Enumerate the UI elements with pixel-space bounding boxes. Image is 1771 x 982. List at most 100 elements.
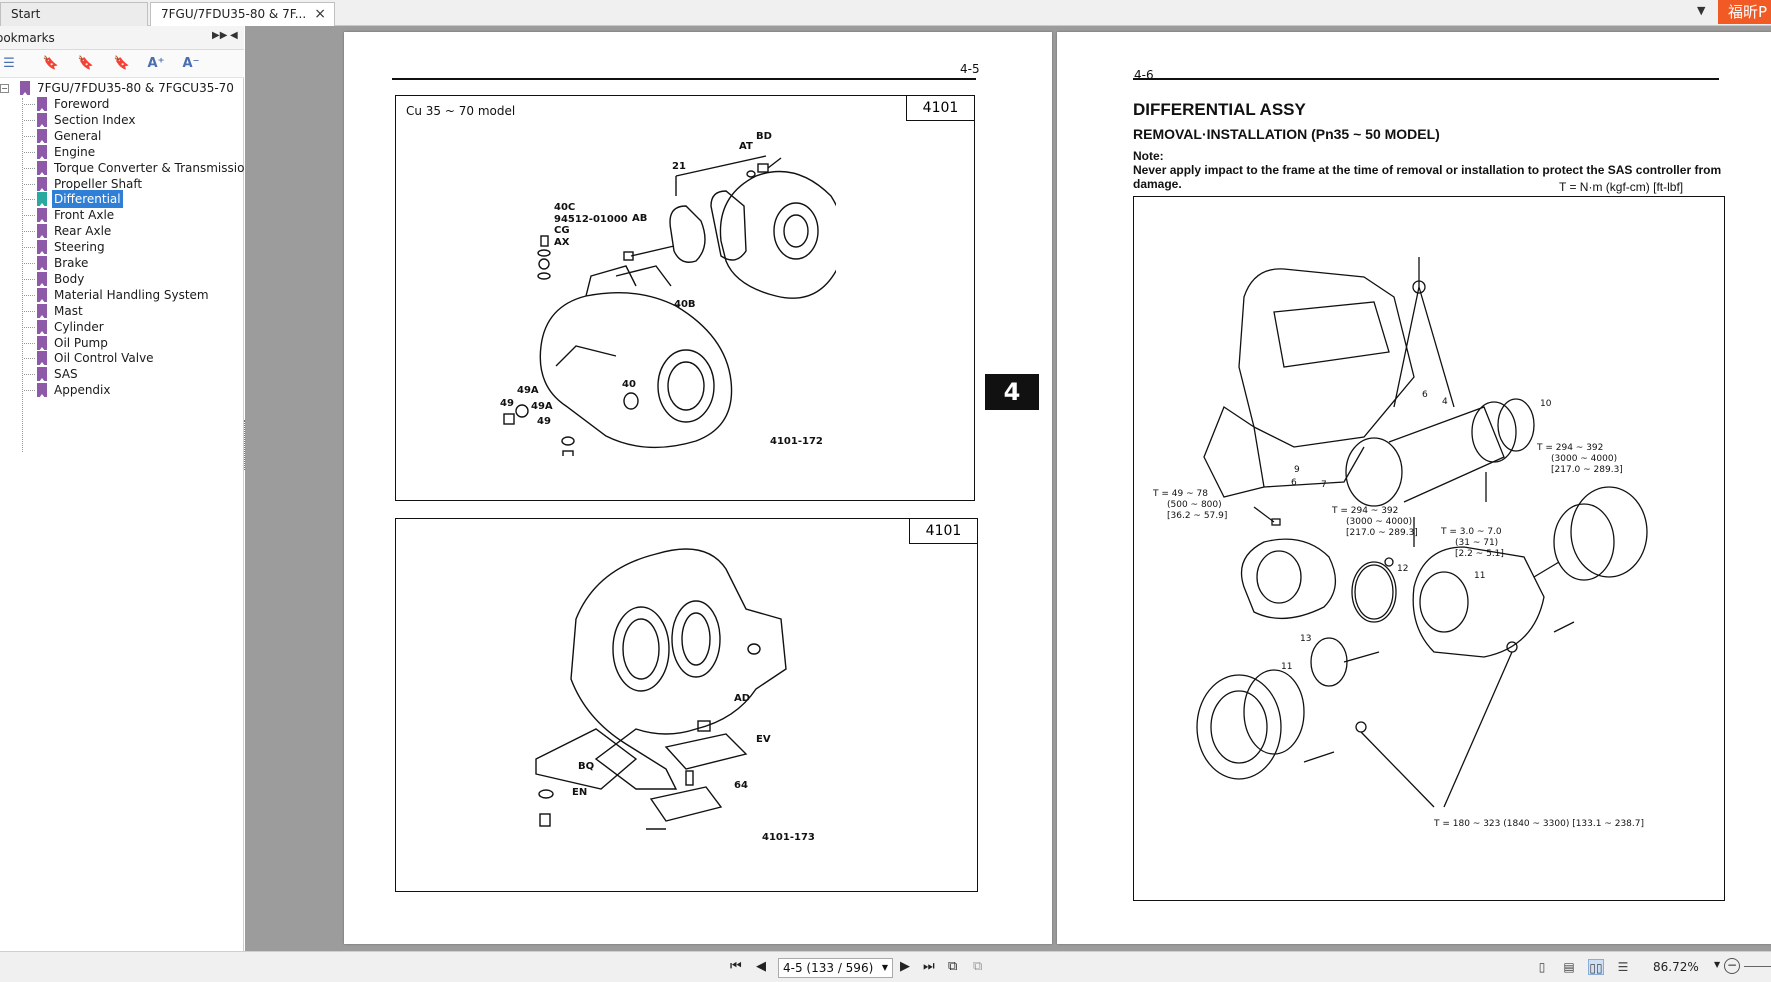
- tree-connector: [24, 247, 35, 249]
- tab-start[interactable]: Start: [0, 2, 148, 26]
- callout-en: EN: [572, 787, 588, 798]
- tree-connector: [24, 231, 35, 233]
- bookmark-icon: [37, 287, 47, 303]
- bookmark-label: Section Index: [54, 112, 136, 127]
- torque-spec-1: T = 294 ~ 392(3000 ~ 4000)[217.0 ~ 289.3…: [1537, 443, 1623, 475]
- callout-at: AT: [739, 141, 753, 152]
- tab-list-dropdown-icon[interactable]: ▼: [1697, 4, 1706, 17]
- diagram-carrier-support: [535, 548, 787, 830]
- callout-12: 12: [1397, 564, 1409, 574]
- continuous-view-icon[interactable]: ▤: [1563, 960, 1575, 974]
- bookmark-label: Brake: [54, 256, 89, 270]
- find-bookmark-icon[interactable]: 🔖: [113, 56, 131, 71]
- callout-cg: CG: [554, 225, 570, 236]
- callout-bd: BD: [756, 131, 772, 142]
- bookmark-label: Oil Control Valve: [54, 351, 154, 366]
- bookmark-icon: [37, 271, 47, 287]
- tab-document[interactable]: 7FGU/7FDU35-80 & 7F... ×: [150, 2, 335, 26]
- torque-spec-2: T = 49 ~ 78(500 ~ 800)[36.2 ~ 57.9]: [1153, 489, 1228, 521]
- last-page-icon[interactable]: ⏭: [923, 959, 935, 974]
- torque-spec-4: T = 3.0 ~ 7.0(31 ~ 71)[2.2 ~ 5.1]: [1441, 527, 1504, 559]
- bookmark-icon: [37, 97, 47, 112]
- header-rule: [1133, 78, 1719, 80]
- bookmark-icon: [37, 160, 47, 176]
- callout-49a: 49A: [517, 385, 539, 396]
- tree-connector: [24, 278, 35, 280]
- callout-40b: 40B: [674, 299, 696, 310]
- panel-splitter[interactable]: [244, 420, 247, 470]
- two-page-continuous-view-icon[interactable]: ☰: [1617, 960, 1629, 974]
- bookmark-icon: [37, 335, 47, 351]
- tree-connector: [24, 358, 35, 360]
- callout-49: 49: [500, 398, 514, 409]
- first-page-icon[interactable]: ⏮: [730, 959, 742, 974]
- figure-4101-173: 4101: [395, 518, 978, 892]
- zoom-out-icon[interactable]: −: [1724, 958, 1740, 974]
- callout-4: 4: [1442, 397, 1448, 407]
- zoom-level[interactable]: 86.72%: [1653, 960, 1699, 974]
- bookmark-label: General: [54, 128, 102, 143]
- add-bookmark-icon[interactable]: 🔖: [42, 56, 60, 71]
- close-icon[interactable]: ×: [314, 6, 326, 22]
- diagram-differential-removal: [1196, 257, 1648, 808]
- figure-id: 4101-173: [762, 832, 815, 843]
- callout-6: 6: [1422, 390, 1428, 400]
- status-bar: ⏮ ◀ 4-5 (133 / 596) ▼ ▶ ⏭ ⧉ ⧉ ▯ ▤ ▯▯ ☰ 8…: [0, 951, 1771, 982]
- callout-10: 10: [1540, 399, 1552, 409]
- collapse-panel-icon[interactable]: ◀: [230, 30, 238, 41]
- previous-page-icon[interactable]: ◀: [756, 959, 766, 974]
- bookmark-icon: [37, 319, 47, 335]
- font-decrease-icon[interactable]: A⁻: [182, 56, 200, 71]
- copy-page-icon[interactable]: ⧉: [948, 959, 958, 974]
- torque-units: T = N·m (kgf-cm) [ft-lbf]: [1559, 180, 1684, 194]
- bookmark-label: Rear Axle: [54, 224, 112, 239]
- document-viewport: 4-5 4101 Cu 35 ~ 70 model: [245, 26, 1771, 951]
- paste-page-icon[interactable]: ⧉: [973, 959, 983, 974]
- figure-id: 4101-172: [770, 436, 823, 447]
- callout-40: 40: [622, 379, 636, 390]
- bookmark-icon: [37, 112, 47, 128]
- zoom-dropdown-icon[interactable]: ▼: [1714, 960, 1721, 969]
- bookmark-icon: [37, 176, 47, 192]
- font-increase-icon[interactable]: A⁺: [147, 56, 165, 71]
- bookmark-icon: [37, 351, 47, 367]
- tab-bar: Start 7FGU/7FDU35-80 & 7F... × ▼ 福昕P: [0, 0, 1771, 26]
- collapse-tree-icon[interactable]: −: [0, 84, 9, 93]
- page-number-input[interactable]: 4-5 (133 / 596) ▼: [778, 958, 893, 978]
- single-page-view-icon[interactable]: ▯: [1538, 960, 1546, 974]
- zoom-slider[interactable]: [1744, 966, 1771, 967]
- tree-connector: [24, 167, 35, 169]
- bookmarks-title: ookmarks: [0, 31, 55, 45]
- delete-bookmark-icon[interactable]: 🔖: [77, 56, 95, 71]
- bookmark-label: Steering: [54, 240, 105, 255]
- bookmark-icon: [37, 367, 47, 383]
- page-4-6: 4-6 DIFFERENTIAL ASSY REMOVAL·INSTALLATI…: [1057, 32, 1771, 944]
- page-number-value: 4-5 (133 / 596): [783, 961, 874, 975]
- page-title: DIFFERENTIAL ASSY: [1133, 100, 1306, 119]
- tab-document-label: 7FGU/7FDU35-80 & 7F...: [161, 7, 307, 21]
- tree-connector: [24, 199, 35, 201]
- bookmark-label: SAS: [54, 367, 78, 382]
- expand-panel-icon[interactable]: ▶▶: [212, 30, 228, 41]
- bookmark-label: Engine: [54, 144, 96, 159]
- bookmark-options-icon[interactable]: ☰: [3, 56, 15, 71]
- callout-49-2: 49: [537, 416, 551, 427]
- tree-connector: [24, 215, 35, 217]
- tree-connector: [24, 294, 35, 296]
- bookmark-icon: [37, 192, 47, 208]
- bookmark-label: Torque Converter & Transmission: [54, 160, 253, 175]
- tree-guide-line: [22, 98, 23, 452]
- note-label: Note:: [1133, 149, 1164, 163]
- bookmark-label: Body: [54, 271, 85, 286]
- bookmark-icon: [37, 256, 47, 271]
- callout-bq: BQ: [578, 761, 595, 772]
- figure-4101-172: 4101 Cu 35 ~ 70 model: [395, 95, 975, 501]
- page-dropdown-icon[interactable]: ▼: [881, 963, 888, 972]
- two-page-view-icon[interactable]: ▯▯: [1588, 959, 1604, 975]
- tree-connector: [24, 263, 35, 264]
- brand-badge[interactable]: 福昕P: [1718, 0, 1771, 24]
- bookmark-label: Mast: [54, 303, 83, 318]
- next-page-icon[interactable]: ▶: [900, 959, 910, 974]
- chapter-tab: 4: [985, 374, 1039, 410]
